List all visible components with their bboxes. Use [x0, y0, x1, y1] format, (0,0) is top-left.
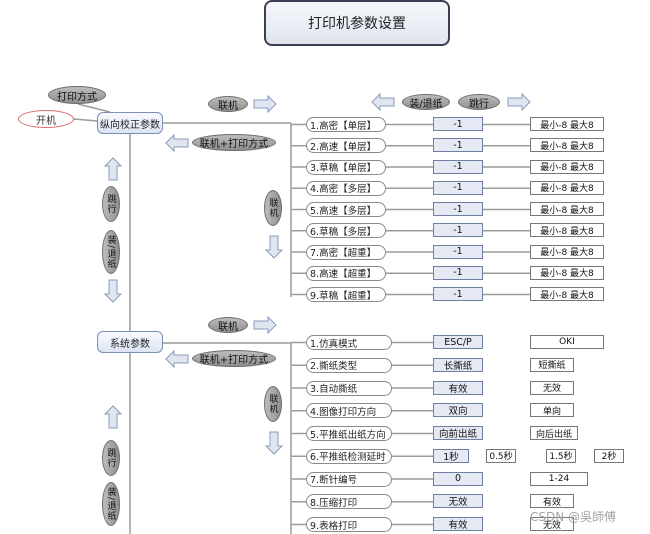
load-eject-vertical-ellipse-1: 装/退纸: [102, 230, 120, 274]
left-arrow-online-print-2: [165, 349, 189, 369]
system-item-option: 无效: [530, 517, 574, 531]
system-item-value: 双向: [433, 403, 483, 418]
left-arrow-load: [371, 92, 395, 112]
param-item-label: 2.高速【单层】: [306, 138, 386, 154]
up-arrow-2: [103, 405, 123, 429]
system-item-value: 有效: [433, 517, 483, 531]
system-item-option: 1-24: [530, 471, 588, 486]
param-item-value: -1: [433, 202, 483, 216]
right-arrow-online-2: [253, 315, 277, 335]
param-item-range: 最小-8 最大8: [530, 223, 604, 238]
system-item-value: 长撕纸: [433, 357, 483, 372]
system-item-value: 1秒: [433, 448, 469, 463]
system-item-label: 8.压缩打印: [306, 494, 392, 510]
page-title: 打印机参数设置: [264, 0, 450, 46]
system-item-label: 1.仿真模式: [306, 335, 392, 350]
system-item-value: 0: [433, 471, 483, 486]
param-item-label: 6.草稿【多层】: [306, 223, 386, 239]
system-item-label: 7.断针编号: [306, 471, 392, 487]
system-item-option: 无效: [530, 380, 574, 395]
system-item-value: 向前出纸: [433, 426, 483, 440]
down-arrow-1: [103, 279, 123, 303]
right-arrow-linefeed: [507, 92, 531, 112]
param-item-value: -1: [433, 117, 483, 131]
online-print-mode-ellipse-2: 联机+打印方式: [192, 350, 276, 367]
param-item-value: -1: [433, 287, 483, 301]
param-item-label: 1.高密【单层】: [306, 117, 386, 132]
line-feed-vertical-ellipse-1: 跳行: [102, 186, 120, 222]
print-mode-ellipse: 打印方式: [48, 86, 106, 104]
system-item-label: 4.图像打印方向: [306, 403, 392, 419]
load-eject-ellipse: 装/退纸: [402, 94, 450, 110]
line-feed-vertical-ellipse-2: 跳行: [102, 440, 120, 476]
load-eject-vertical-ellipse-2: 装/退纸: [102, 482, 120, 526]
up-arrow-1: [103, 157, 123, 181]
system-item-option: 短撕纸: [530, 357, 574, 372]
online-print-mode-ellipse-1: 联机+打印方式: [192, 134, 276, 151]
system-item-label: 3.自动撕纸: [306, 380, 392, 396]
param-item-range: 最小-8 最大8: [530, 202, 604, 216]
left-arrow-online-print-1: [165, 133, 189, 153]
system-item-option: 1.5秒: [546, 448, 576, 463]
param-item-range: 最小-8 最大8: [530, 159, 604, 174]
param-item-range: 最小-8 最大8: [530, 117, 604, 131]
system-item-option: 有效: [530, 494, 574, 509]
system-item-label: 6.平推纸检测延时: [306, 448, 392, 464]
param-item-label: 9.草稿【超重】: [306, 287, 386, 302]
down-arrow-online-2: [264, 431, 284, 455]
system-item-option: 0.5秒: [486, 448, 516, 463]
watermark: CSDN @吳師傅: [530, 510, 617, 524]
param-item-label: 3.草稿【单层】: [306, 159, 386, 175]
group-vertical-correction: 纵向校正参数: [97, 112, 163, 134]
group-system-params: 系统参数: [97, 331, 163, 353]
system-item-option: 向后出纸: [530, 426, 578, 440]
line-feed-ellipse: 跳行: [458, 94, 500, 110]
param-item-label: 7.高密【超重】: [306, 244, 386, 260]
down-arrow-online-1: [264, 235, 284, 259]
online-ellipse-1: 联机: [208, 96, 248, 112]
param-item-label: 5.高速【多层】: [306, 202, 386, 217]
system-item-option: 单向: [530, 403, 574, 418]
param-item-label: 4.高密【多层】: [306, 180, 386, 196]
system-item-label: 5.平推纸出纸方向: [306, 426, 392, 441]
online-vertical-ellipse-1: 联机: [264, 190, 282, 226]
param-item-value: -1: [433, 138, 483, 153]
power-on-connector: [73, 118, 98, 122]
param-item-value: -1: [433, 159, 483, 174]
param-item-value: -1: [433, 265, 483, 280]
param-item-range: 最小-8 最大8: [530, 244, 604, 259]
param-item-value: -1: [433, 223, 483, 238]
param-item-range: 最小-8 最大8: [530, 138, 604, 153]
system-item-label: 2.撕纸类型: [306, 357, 392, 373]
param-item-value: -1: [433, 180, 483, 195]
param-item-value: -1: [433, 244, 483, 259]
online-ellipse-2: 联机: [208, 317, 248, 333]
online-vertical-ellipse-2: 联机: [264, 386, 282, 422]
param-item-range: 最小-8 最大8: [530, 265, 604, 280]
system-item-value: 有效: [433, 380, 483, 395]
right-arrow-online-1: [253, 94, 277, 114]
system-item-label: 9.表格打印: [306, 517, 392, 532]
power-on-ellipse: 开机: [18, 110, 74, 128]
param-item-range: 最小-8 最大8: [530, 287, 604, 301]
system-item-option: OKI: [530, 335, 604, 349]
param-item-label: 8.高速【超重】: [306, 265, 386, 281]
system-item-value: ESC/P: [433, 335, 483, 349]
system-item-option: 2秒: [594, 448, 624, 463]
param-item-range: 最小-8 最大8: [530, 180, 604, 195]
print-mode-connector: [77, 103, 111, 113]
system-item-value: 无效: [433, 494, 483, 509]
